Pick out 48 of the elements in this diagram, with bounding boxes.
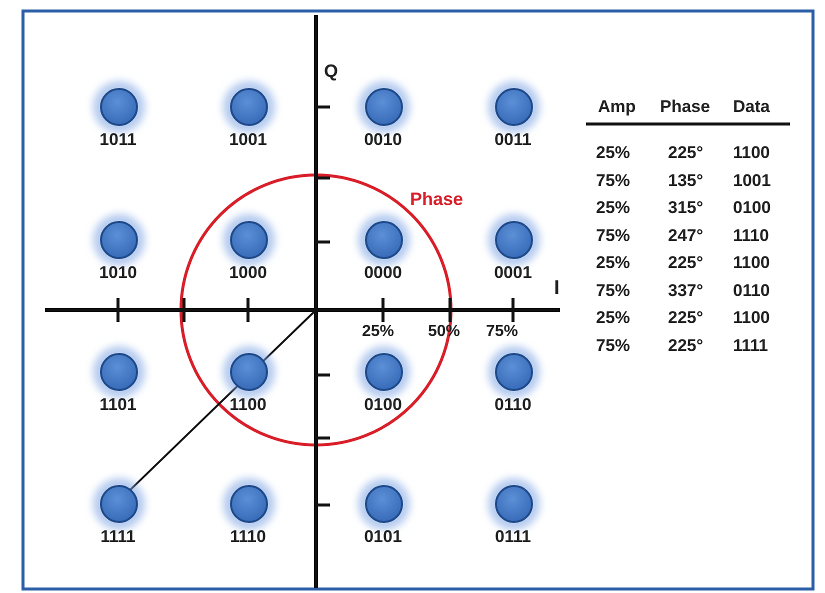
circle-label: Phase bbox=[410, 190, 464, 208]
table-cell: 135° bbox=[668, 172, 704, 188]
bit-pattern-label: 0101 bbox=[363, 527, 403, 547]
table-cell: 75% bbox=[596, 172, 630, 188]
table-cell: 75% bbox=[596, 282, 630, 298]
table-cell: 225° bbox=[668, 254, 704, 271]
table-cell: 247° bbox=[668, 226, 704, 244]
bit-pattern-label: 0000 bbox=[363, 263, 403, 283]
bit-pattern-label: 0010 bbox=[363, 130, 403, 150]
table-cell: 1100 bbox=[733, 309, 770, 326]
bit-pattern-label: 0110 bbox=[494, 395, 532, 415]
bit-pattern-label: 1011 bbox=[98, 130, 138, 150]
table-header: Phase bbox=[660, 98, 710, 115]
bit-pattern-label: 1000 bbox=[228, 263, 268, 283]
tick-label: 75% bbox=[486, 324, 518, 340]
table-cell: 0100 bbox=[733, 199, 771, 216]
table-cell: 75% bbox=[596, 226, 630, 244]
table-cell: 225° bbox=[668, 336, 704, 354]
table-cell: 1100 bbox=[733, 144, 770, 161]
table-cell: 25% bbox=[596, 254, 630, 271]
bit-pattern-label: 0001 bbox=[493, 263, 533, 283]
axis-label: I bbox=[554, 278, 560, 298]
table-cell: 1111 bbox=[733, 336, 768, 354]
bit-pattern-label: 0011 bbox=[494, 130, 532, 150]
table-cell: 1100 bbox=[733, 254, 770, 271]
bit-pattern-label: 1100 bbox=[228, 395, 268, 415]
table-cell: 337° bbox=[668, 282, 704, 298]
table-cell: 1001 bbox=[733, 172, 771, 188]
bit-pattern-label: 0100 bbox=[363, 395, 403, 415]
bit-pattern-label: 1010 bbox=[98, 263, 138, 283]
table-cell: 25% bbox=[596, 309, 630, 326]
table-header: Data bbox=[733, 98, 770, 115]
table-cell: 225° bbox=[668, 144, 704, 161]
table-cell: 225° bbox=[668, 309, 704, 326]
bit-pattern-label: 1001 bbox=[228, 130, 268, 150]
table-cell: 0110 bbox=[733, 282, 770, 298]
table-header: Amp bbox=[598, 98, 636, 115]
table-cell: 25% bbox=[596, 144, 630, 161]
tick-label: 25% bbox=[362, 324, 394, 340]
bit-pattern-label: 1101 bbox=[98, 395, 138, 415]
axis-label: Q bbox=[324, 62, 338, 80]
table-cell: 75% bbox=[596, 336, 630, 354]
table-cell: 1110 bbox=[733, 226, 769, 244]
bit-pattern-label: 0111 bbox=[494, 527, 532, 547]
table-cell: 25% bbox=[596, 199, 630, 216]
bit-pattern-label: 1111 bbox=[99, 527, 136, 547]
bit-pattern-label: 1110 bbox=[229, 527, 267, 547]
table-cell: 315° bbox=[668, 199, 704, 216]
